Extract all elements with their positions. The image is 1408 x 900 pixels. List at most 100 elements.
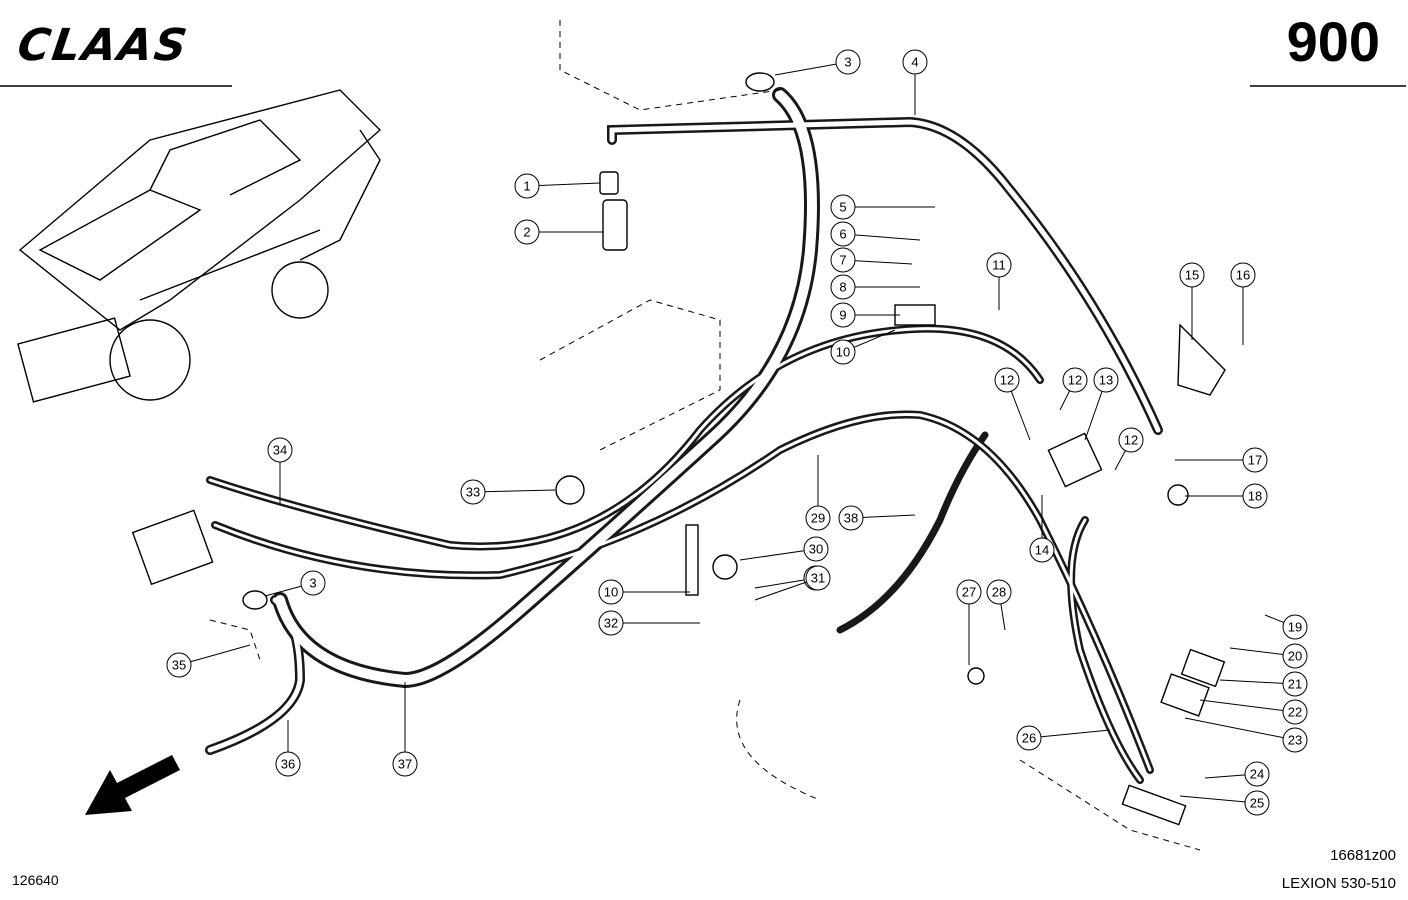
callout-circle [830,339,856,365]
callout-circle [830,221,856,247]
callout-circle [1242,483,1268,509]
callout-circle [830,302,856,328]
callout-circle [956,579,982,605]
callout-label: 10 [836,345,850,360]
callout-circle [830,247,856,273]
hydraulic-fittings [131,72,1226,826]
callout-label: 18 [1248,489,1262,504]
callout-circle [838,505,864,531]
callout-circle [300,570,326,596]
callout-circle [1016,725,1042,751]
callout-circle [166,652,192,678]
callout-circle [514,219,540,245]
callout-label: 17 [1248,453,1262,468]
callout-circle [275,751,301,777]
callout-label: 32 [604,616,618,631]
callout-circle [835,49,861,75]
callout-leader [842,233,921,241]
callout-circle [1179,262,1205,288]
callout-leader [1028,729,1111,739]
callout-label: 38 [844,511,858,526]
callout-circle [986,579,1012,605]
callout-circle [1282,614,1308,640]
callout-circle [902,49,928,75]
callout-label: 19 [1288,620,1302,635]
callout-label: 5 [839,200,846,215]
callout-label: 28 [992,585,1006,600]
callout-label: 21 [1288,677,1302,692]
callout-circle [1093,367,1119,393]
drawing-ref: 16681z00 [1330,847,1396,864]
callout-label: 25 [1250,796,1264,811]
direction-arrow-icon [85,755,180,815]
callout-label: 8 [839,280,846,295]
figure-id: 126640 [12,872,59,888]
callout-label: 24 [1250,767,1264,782]
callout-label: 13 [1099,373,1113,388]
callout-circle [392,751,418,777]
callout-label: 2 [523,225,530,240]
callout-label: 37 [398,757,412,772]
callout-label: 23 [1288,733,1302,748]
callout-leader [1219,679,1296,685]
callout-label: 27 [962,585,976,600]
callout-circle [1282,727,1308,753]
callout-label: 12 [1000,373,1014,388]
callout-label: 14 [1035,543,1049,558]
callout-circle [803,536,829,562]
callout-circle [514,173,540,199]
callout-label: 15 [1185,268,1199,283]
callout-label: 10 [604,585,618,600]
callout-label: 26 [1022,731,1036,746]
callout-leader [472,489,556,493]
callout-label: 34 [273,443,287,458]
callout-label: 6 [839,227,846,242]
callout-label: 20 [1288,649,1302,664]
callout-label: 29 [811,511,825,526]
callout-circle [598,579,624,605]
callout-circle [1282,643,1308,669]
callout-label: 4 [911,55,918,70]
callout-leader [1184,717,1296,741]
callout-leader [1199,699,1296,713]
callout-circle [805,565,831,591]
callout-label: 30 [809,542,823,557]
callout-circle [830,274,856,300]
callout-label: 12 [1124,433,1138,448]
callout-circle [1062,367,1088,393]
callout-circle [1244,790,1270,816]
callout-circle [460,479,486,505]
callout-circle [1029,537,1055,563]
page-number: 900 [1286,10,1380,73]
callout-circle [1118,427,1144,453]
callout-label: 22 [1288,705,1302,720]
callout-label: 11 [992,258,1006,273]
callout-label: 16 [1236,268,1250,283]
callout-label: 33 [466,485,480,500]
callout-label: 36 [281,757,295,772]
callout-circle [1242,447,1268,473]
callout-circle [1244,761,1270,787]
callout-label: 31 [811,571,825,586]
callout-circle [830,194,856,220]
combine-harvester-illustration [17,89,382,403]
callout-label: 9 [839,308,846,323]
callout-label: 35 [172,658,186,673]
callout-leader [1179,795,1258,804]
callout-label: 3 [309,576,316,591]
callout-circle [1282,671,1308,697]
callout-circle [598,610,624,636]
callout-circle [267,437,293,463]
callout-circle [1282,699,1308,725]
callout-circle [805,505,831,531]
callout-label: 3 [844,55,851,70]
callout-circle [1230,262,1256,288]
callout-circle [986,252,1012,278]
callout-label: 7 [839,253,846,268]
callout-circle [994,367,1020,393]
callout-label: 12 [1068,373,1082,388]
model-name: LEXION 530-510 [1281,875,1396,892]
